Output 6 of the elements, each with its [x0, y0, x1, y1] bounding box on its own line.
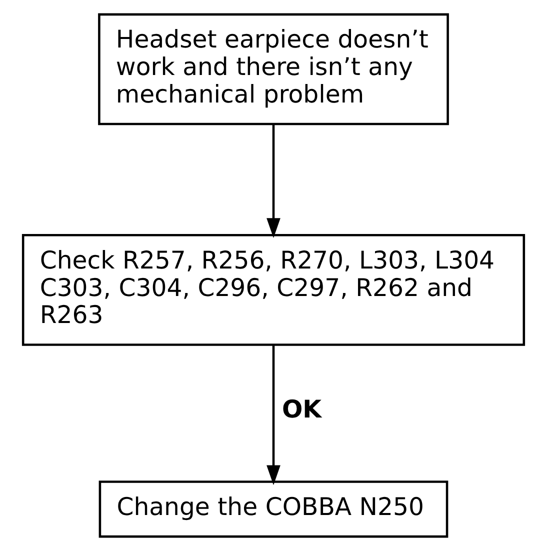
arrow: [266, 344, 280, 486]
node-box: Headset earpiece doesn’t work and there isn’t any mechanical problem: [98, 13, 449, 126]
node-box: Check R257, R256, R270, L303, L304 C303, C304, C296, C297, R262 and R263: [22, 234, 526, 346]
edge-label: OK: [282, 394, 322, 424]
arrow: [266, 124, 280, 238]
node-box: Change the COBBA N250: [98, 480, 448, 538]
